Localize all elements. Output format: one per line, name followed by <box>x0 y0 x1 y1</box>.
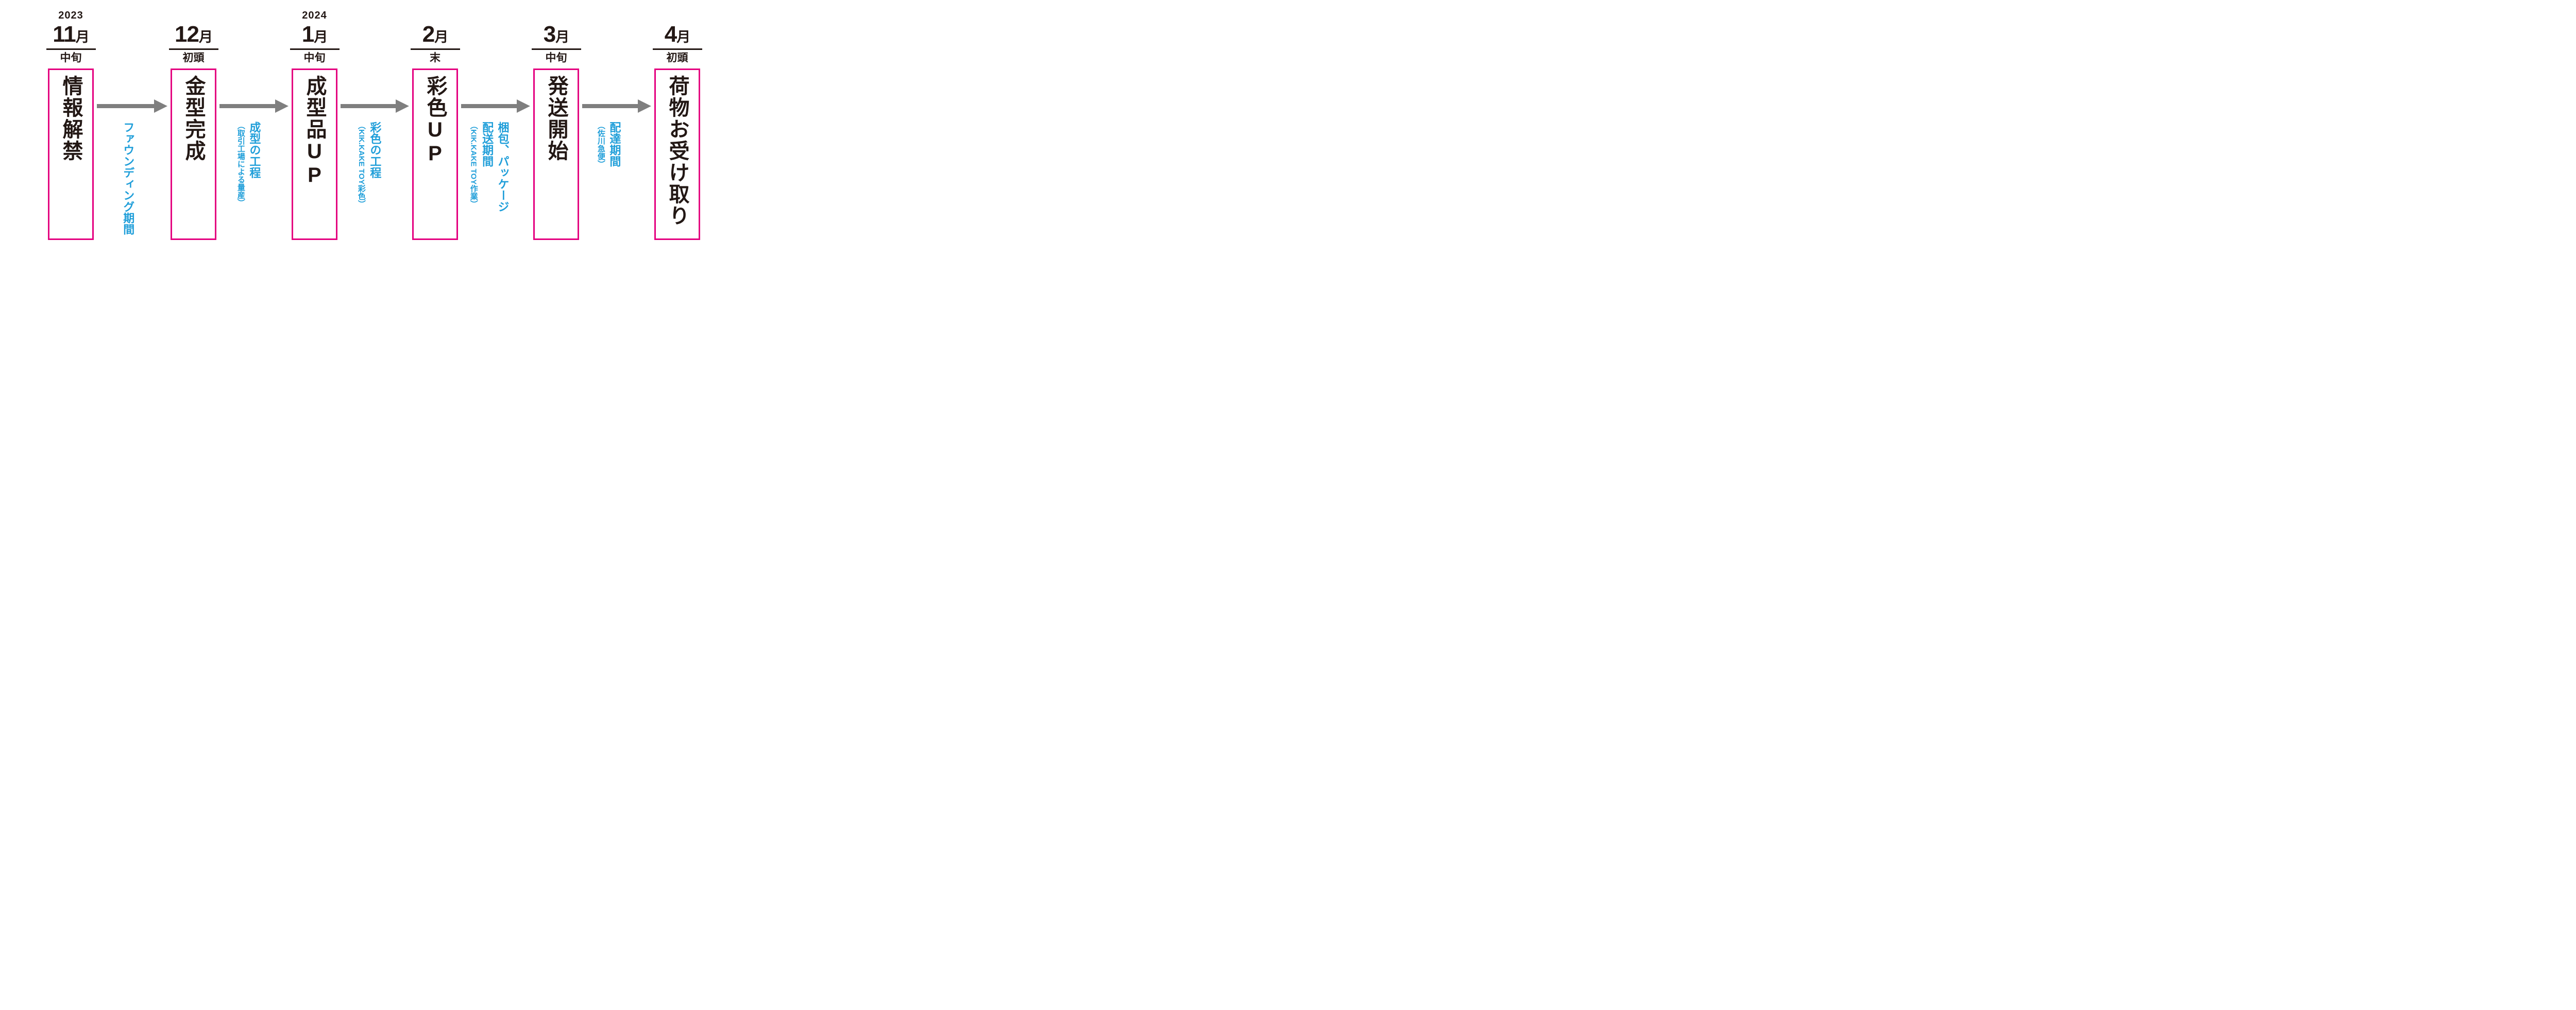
transition-note-molding: 成型の工程 （取引工場による量産） <box>235 122 263 239</box>
month-label: 2月 <box>422 22 448 47</box>
milestone-label: 荷物お受け取り <box>666 75 689 227</box>
milestone-label: 情報解禁 <box>59 75 82 162</box>
transition-subtext: （取引工場による量産） <box>236 122 245 207</box>
transition-note-funding: ファウンディング期間 <box>119 122 137 239</box>
period-label: 中旬 <box>545 52 567 64</box>
milestone-box-receive-parcel: 荷物お受け取り <box>654 69 700 240</box>
milestone-box-mold-complete: 金型完成 <box>171 69 216 240</box>
step-header-3: 2024 1月 中旬 <box>290 9 340 65</box>
year-label <box>531 9 581 22</box>
year-label: 2024 <box>302 10 327 21</box>
transition-subtext: （佐川急便） <box>596 122 605 168</box>
milestone-label: 金型完成 <box>182 75 205 162</box>
period-label: 中旬 <box>303 52 326 64</box>
right-arrow-icon <box>341 99 409 113</box>
header-underline <box>290 48 340 50</box>
step-header-6: 4月 初頭 <box>652 9 702 65</box>
right-arrow-icon <box>97 99 167 113</box>
right-arrow-icon <box>219 99 289 113</box>
right-arrow-icon <box>461 99 530 113</box>
transition-subtext: （KIK.KAKE TOY彩色） <box>357 122 366 208</box>
month-label: 12月 <box>175 22 213 47</box>
header-underline <box>410 48 460 50</box>
milestone-box-molded-sample: 成型品UP <box>292 69 337 240</box>
right-arrow-icon <box>582 99 651 113</box>
month-label: 3月 <box>543 22 569 47</box>
milestone-box-painted-sample: 彩色UP <box>412 69 458 240</box>
transition-text: ファウンディング期間 <box>122 122 135 235</box>
milestone-label: 成型品UP <box>303 75 326 187</box>
transition-text: 配達期間 <box>608 122 621 167</box>
header-underline <box>531 48 581 50</box>
transition-subtext: （KIK.KAKE TOY作業） <box>469 122 478 208</box>
production-schedule-timeline: 2023 11月 中旬 12月 初頭 2024 1月 中旬 2月 末 3月 中旬… <box>0 0 749 252</box>
period-label: 末 <box>430 52 440 64</box>
milestone-label: 発送開始 <box>545 75 568 162</box>
transition-note-packing: 梱包、パッケージ 配送期間 （KIK.KAKE TOY作業） <box>467 122 511 239</box>
year-label <box>652 9 702 22</box>
step-header-5: 3月 中旬 <box>531 9 581 65</box>
year-label <box>410 9 460 22</box>
header-underline <box>652 48 702 50</box>
milestone-box-info-release: 情報解禁 <box>48 69 94 240</box>
period-label: 初頭 <box>666 52 688 64</box>
header-underline <box>168 48 218 50</box>
year-label <box>168 9 218 22</box>
header-underline <box>46 48 96 50</box>
transition-text: 成型の工程 <box>248 122 261 178</box>
month-label: 1月 <box>301 22 328 47</box>
transition-note-painting: 彩色の工程 （KIK.KAKE TOY彩色） <box>355 122 384 239</box>
period-label: 中旬 <box>60 52 82 64</box>
transition-text: 彩色の工程 <box>368 122 382 178</box>
step-header-4: 2月 末 <box>410 9 460 65</box>
transition-text: 配送期間 <box>481 122 494 167</box>
transition-text: 梱包、パッケージ <box>496 122 510 212</box>
step-header-1: 2023 11月 中旬 <box>46 9 96 65</box>
milestone-label: 彩色UP <box>423 75 447 166</box>
transition-note-delivery: 配達期間 （佐川急便） <box>595 122 623 239</box>
month-label: 11月 <box>53 22 90 47</box>
step-header-2: 12月 初頭 <box>168 9 218 65</box>
month-label: 4月 <box>664 22 690 47</box>
period-label: 初頭 <box>182 52 205 64</box>
milestone-box-shipping-start: 発送開始 <box>533 69 579 240</box>
year-label: 2023 <box>58 10 83 21</box>
